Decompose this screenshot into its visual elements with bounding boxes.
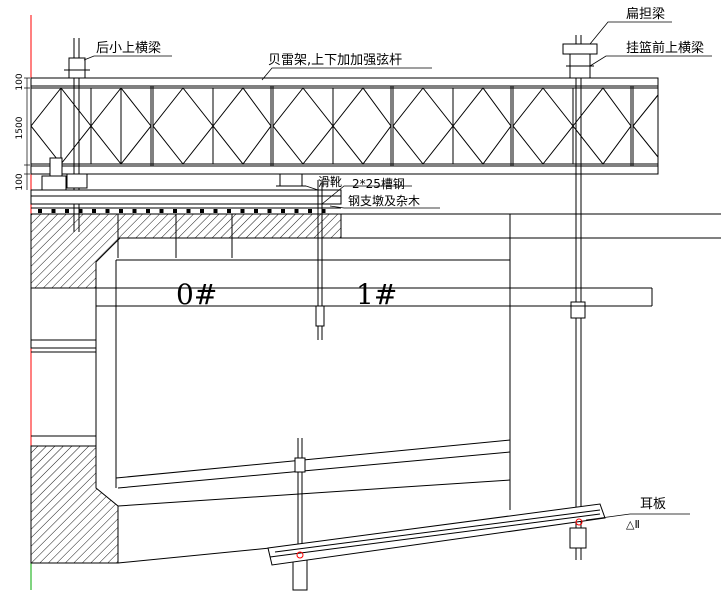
track-bolt	[173, 209, 177, 213]
track-bolt	[294, 209, 299, 213]
track-bolt	[92, 209, 96, 213]
label-channel-steel: 2*25槽钢	[352, 177, 405, 191]
leader-lines	[83, 21, 712, 521]
bottom-platform-beam	[267, 503, 606, 566]
track-bolt	[159, 209, 164, 213]
track-bolt	[132, 209, 137, 213]
track-bolt	[146, 209, 150, 213]
dim-bottom-chord: 100	[15, 173, 25, 190]
front-upper-beam	[562, 35, 598, 560]
track-bolt	[227, 209, 231, 213]
bailey-truss	[30, 77, 659, 175]
track-bolt	[254, 209, 258, 213]
label-shoulder-beam: 扁担梁	[626, 7, 665, 22]
track-bolt	[213, 209, 218, 213]
track-bolt	[65, 209, 69, 213]
track-bolt	[119, 209, 123, 213]
label-steel-support: 钢支墩及杂木	[348, 194, 420, 208]
label-front-upper-beam: 挂篮前上横梁	[626, 40, 704, 56]
pin-point-front	[575, 518, 583, 526]
track-bolt	[186, 209, 191, 213]
track-bolt	[281, 209, 285, 213]
track-bolt	[308, 209, 312, 213]
label-bailey-truss: 贝雷架,上下加加强弦杆	[268, 52, 402, 68]
track-bolt	[240, 209, 245, 213]
label-slide-shoe: 滑靴	[318, 175, 342, 189]
track-bolt	[200, 209, 204, 213]
track-bolt	[321, 209, 326, 213]
slide-shoe-supports	[41, 157, 306, 191]
dim-top-chord: 100	[15, 73, 25, 90]
label-ear-plate: 耳板	[640, 497, 666, 512]
segment-0-concrete	[30, 213, 342, 564]
channel-steel-track	[30, 189, 342, 209]
track-bolts	[38, 209, 326, 213]
label-segment-0: 0#	[176, 278, 217, 311]
track-bolt	[105, 209, 110, 213]
track-bolt	[78, 209, 83, 213]
track-bolt	[38, 209, 42, 213]
label-ear-plate-mark: △Ⅱ	[626, 518, 640, 531]
box-girder-outline	[31, 213, 721, 564]
height-dimension	[24, 77, 30, 190]
pin-point-rear	[296, 551, 304, 559]
label-segment-1: 1#	[356, 278, 397, 311]
track-bolt	[267, 209, 272, 213]
dim-truss-height: 1500	[15, 116, 25, 139]
track-bolt	[51, 209, 56, 213]
label-rear-upper-beam: 后小上横梁	[96, 41, 161, 56]
hanger-rods	[117, 180, 325, 591]
